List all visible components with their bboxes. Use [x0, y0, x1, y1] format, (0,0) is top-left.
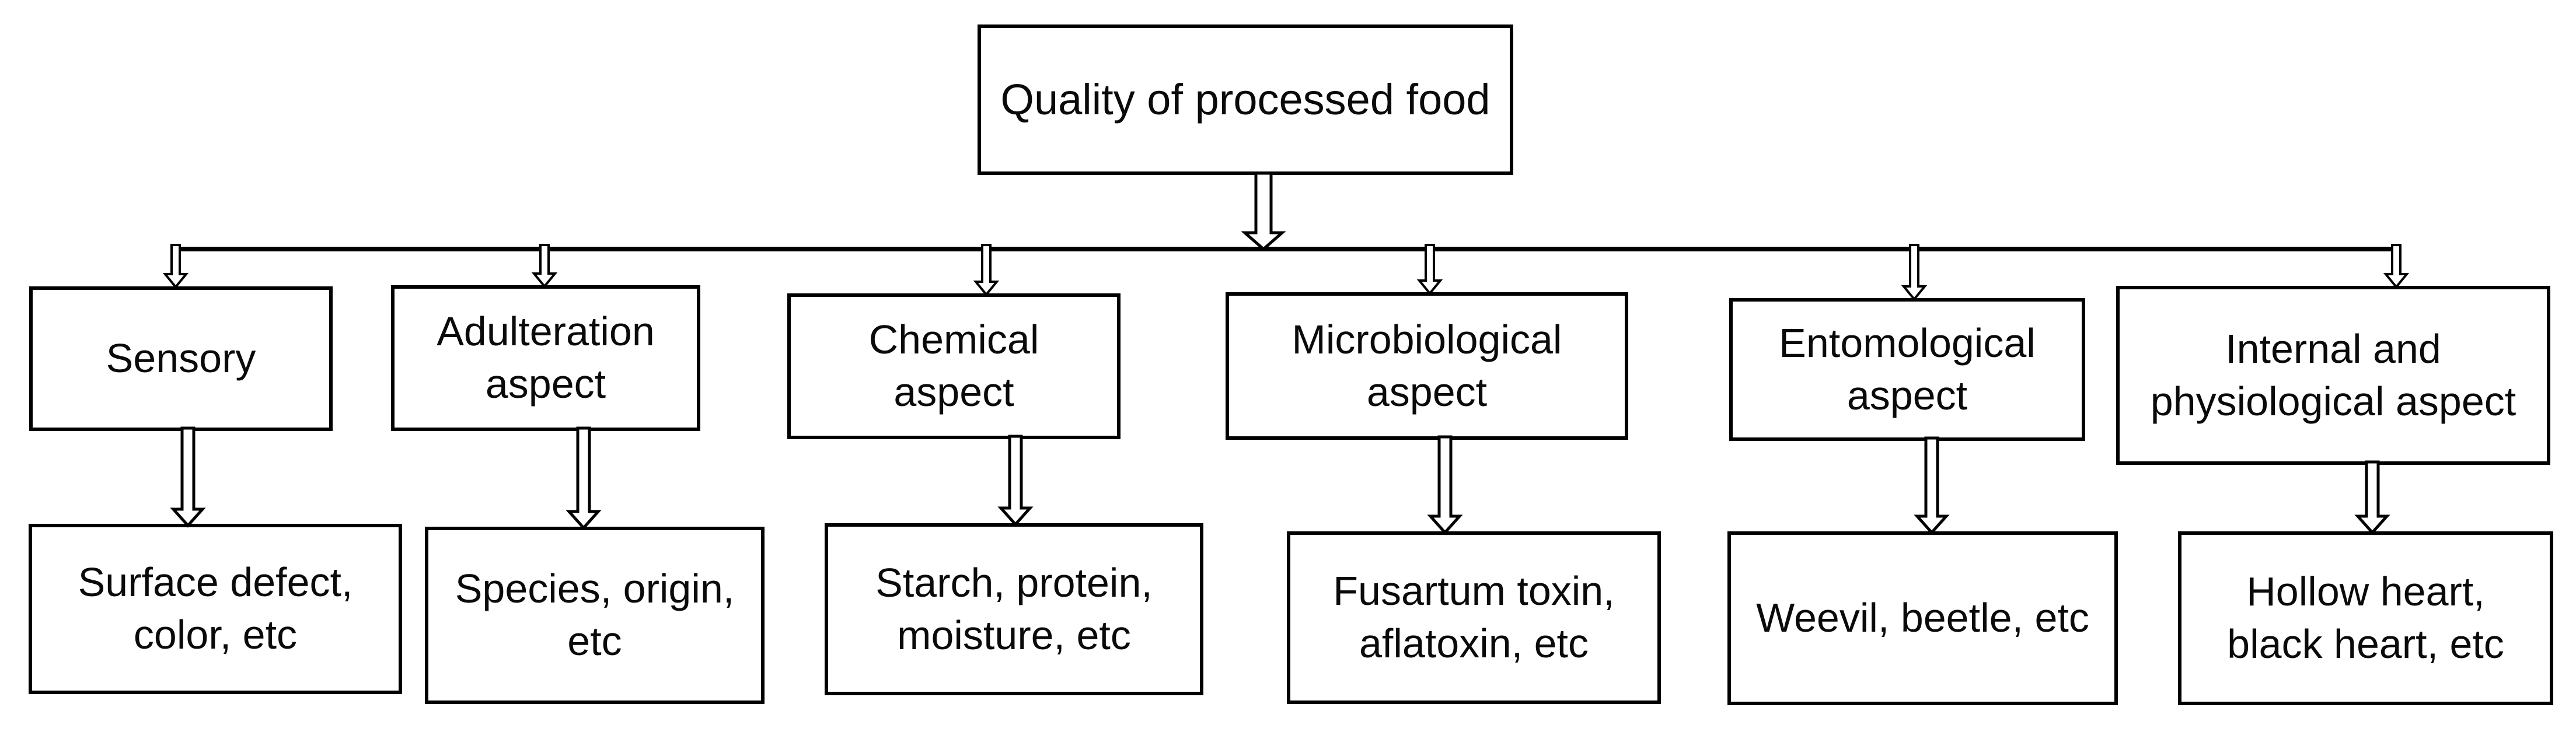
connector-aspect-to-example-6 [2354, 460, 2390, 535]
connector-aspect-to-example-2-shape [566, 426, 602, 530]
connector-aspect-to-example-3-shape [997, 435, 1034, 527]
node-surface-defect-color-etc: Surface defect, color, etc [29, 524, 402, 694]
connector-aspect-to-example-5 [1914, 436, 1950, 535]
connector-root-to-line-shape [1241, 171, 1286, 251]
connector-line-to-aspect-6-shape [2383, 244, 2410, 289]
connector-line-to-aspect-1-shape [162, 244, 189, 289]
node-label: Species, origin, etc [455, 566, 735, 664]
node-label: Quality of processed food [1000, 75, 1491, 124]
connector-aspect-to-example-1-shape [170, 426, 206, 528]
node-fusartum-toxin-aflatoxin-etc: Fusartum toxin, aflatoxin, etc [1287, 531, 1661, 704]
node-internal-and-physiological-aspect: Internal and physiological aspect [2116, 286, 2550, 465]
connector-aspect-to-example-6-shape [2354, 460, 2390, 535]
connector-aspect-to-example-5-shape [1914, 436, 1950, 535]
node-label: Adulteration aspect [437, 309, 655, 407]
connector-line-to-aspect-5 [1901, 244, 1928, 302]
node-label: Hollow heart, black heart, etc [2227, 569, 2504, 667]
node-weevil-beetle-etc: Weevil, beetle, etc [1727, 531, 2118, 705]
node-label: Chemical aspect [868, 317, 1039, 415]
node-quality-of-processed-food: Quality of processed food [978, 24, 1513, 175]
connector-line-to-aspect-3-shape [973, 244, 1000, 297]
node-label: Internal and physiological aspect [2150, 325, 2516, 424]
node-sensory: Sensory [29, 286, 333, 431]
node-species-origin-etc: Species, origin, etc [425, 527, 765, 704]
connector-aspect-to-example-1 [170, 426, 206, 528]
node-label: Sensory [106, 335, 256, 381]
node-label: Surface defect, color, etc [78, 559, 353, 657]
node-chemical-aspect: Chemical aspect [787, 293, 1121, 439]
node-label: Starch, protein, moisture, etc [875, 559, 1153, 658]
connector-root-to-line [1241, 171, 1286, 251]
node-label: Weevil, beetle, etc [1756, 595, 2089, 641]
connector-aspect-to-example-4-shape [1427, 435, 1463, 535]
connector-line-to-aspect-2-shape [531, 244, 558, 289]
connector-line-to-aspect-6 [2383, 244, 2410, 289]
connector-line-to-aspect-2 [531, 244, 558, 289]
connector-aspect-to-example-3 [997, 435, 1034, 527]
connector-line-to-aspect-3 [973, 244, 1000, 297]
node-adulteration-aspect: Adulteration aspect [391, 285, 700, 431]
node-label: Entomological aspect [1779, 320, 2036, 418]
connector-line-to-aspect-5-shape [1901, 244, 1928, 302]
node-label: Fusartum toxin, aflatoxin, etc [1333, 568, 1615, 666]
connector-line-to-aspect-4 [1416, 244, 1443, 296]
branch-distribution-line [171, 247, 2400, 251]
connector-aspect-to-example-4 [1427, 435, 1463, 535]
connector-line-to-aspect-1 [162, 244, 189, 289]
node-starch-protein-moisture-etc: Starch, protein, moisture, etc [825, 523, 1203, 695]
node-hollow-heart-black-heart-etc: Hollow heart, black heart, etc [2178, 531, 2553, 705]
connector-line-to-aspect-4-shape [1416, 244, 1443, 296]
node-label: Microbiological aspect [1292, 316, 1562, 415]
connector-aspect-to-example-2 [566, 426, 602, 530]
node-microbiological-aspect: Microbiological aspect [1226, 292, 1628, 440]
node-entomological-aspect: Entomological aspect [1729, 298, 2085, 441]
